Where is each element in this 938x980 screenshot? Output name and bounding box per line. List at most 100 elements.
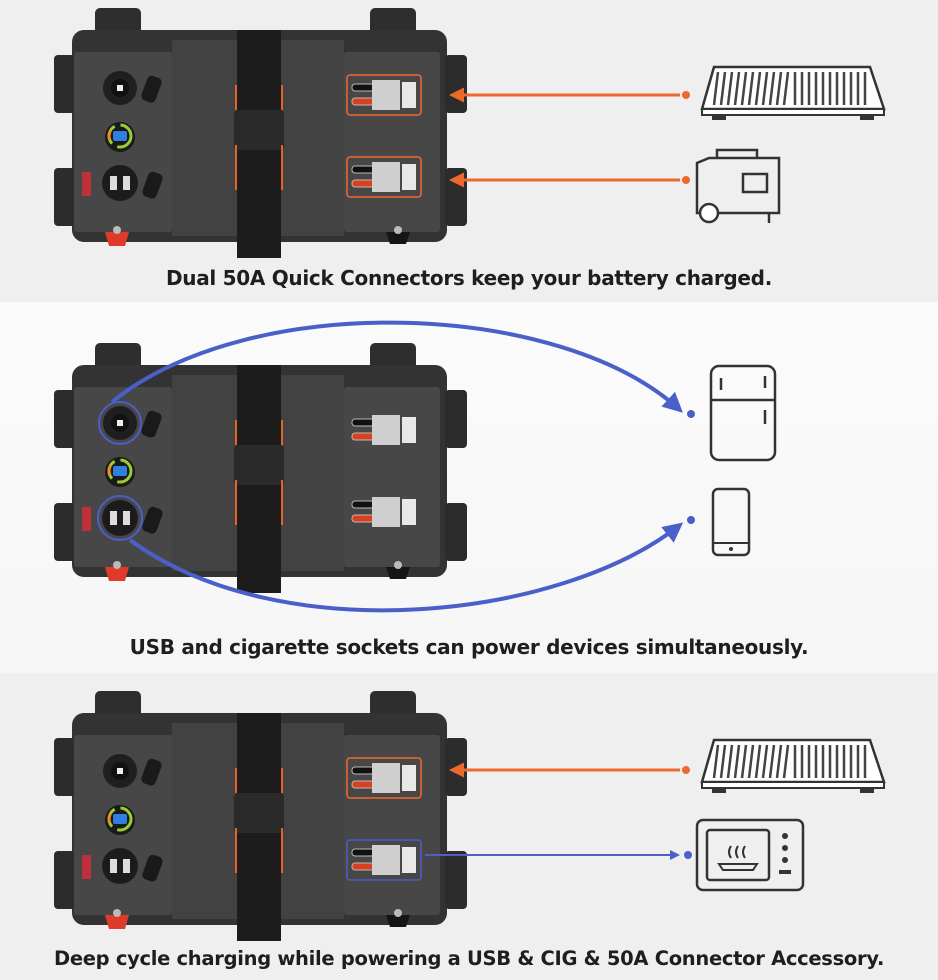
side-ear bbox=[54, 503, 76, 561]
microwave-knob bbox=[782, 845, 788, 851]
generator-body bbox=[695, 156, 781, 215]
solar-cell-line bbox=[726, 71, 734, 106]
usb-socket bbox=[102, 500, 138, 536]
anderson-connector bbox=[372, 763, 400, 793]
wire-red bbox=[351, 97, 375, 106]
solar-cell-line bbox=[747, 744, 755, 779]
wire-red bbox=[351, 179, 375, 188]
solar-cell-line bbox=[719, 71, 727, 106]
negative-terminal bbox=[386, 915, 410, 927]
connection-dot bbox=[687, 410, 695, 418]
terminal-post bbox=[113, 226, 121, 234]
buckle bbox=[234, 445, 284, 485]
connection-dot bbox=[687, 516, 695, 524]
solar-cell-line bbox=[775, 71, 783, 106]
connection-dot bbox=[682, 176, 690, 184]
power-switch bbox=[82, 507, 91, 531]
power-arrow-top bbox=[110, 320, 683, 413]
side-ear bbox=[54, 851, 76, 909]
usb-port bbox=[110, 859, 117, 873]
side-ear bbox=[445, 738, 467, 796]
usb-cap bbox=[142, 854, 163, 882]
usb-cap bbox=[142, 171, 163, 199]
solar-cell-line bbox=[761, 71, 769, 106]
caption-usb-cig: USB and cigarette sockets can power devi… bbox=[129, 635, 809, 659]
connector-label bbox=[402, 417, 416, 443]
anderson-connector bbox=[372, 845, 400, 875]
side-ear bbox=[445, 55, 467, 113]
solar-cell-line bbox=[726, 744, 734, 779]
highlight-box bbox=[346, 74, 422, 116]
battery-box bbox=[54, 343, 467, 593]
connection-dot bbox=[682, 91, 690, 99]
anderson-connector bbox=[372, 80, 400, 110]
solar-cell-line bbox=[761, 744, 769, 779]
voltmeter-ring bbox=[107, 458, 133, 484]
solar-cell-line bbox=[782, 744, 790, 779]
usb-port bbox=[123, 511, 130, 525]
battery-box bbox=[54, 8, 467, 258]
refrigerator-icon bbox=[709, 364, 777, 462]
side-ear bbox=[445, 503, 467, 561]
solar-cell-line bbox=[775, 744, 783, 779]
socket-pin bbox=[117, 420, 123, 426]
voltmeter-ring bbox=[107, 806, 133, 832]
highlight-box bbox=[346, 839, 422, 881]
wire-black bbox=[351, 500, 375, 509]
power-switch bbox=[82, 172, 91, 196]
usb-port bbox=[110, 176, 117, 190]
wire-black bbox=[351, 418, 375, 427]
microwave-knob bbox=[782, 857, 788, 863]
socket-cap bbox=[141, 410, 162, 438]
right-panel bbox=[344, 735, 440, 915]
solar-cell-line bbox=[733, 71, 741, 106]
positive-terminal bbox=[105, 232, 129, 246]
positive-terminal bbox=[105, 915, 129, 929]
wire-red bbox=[351, 780, 375, 789]
solar-cell-line bbox=[754, 744, 762, 779]
highlight-box bbox=[346, 156, 422, 198]
caption-deep-cycle: Deep cycle charging while powering a USB… bbox=[53, 947, 885, 970]
socket-cap bbox=[141, 758, 162, 786]
negative-terminal bbox=[386, 232, 410, 244]
terminal-post bbox=[394, 561, 402, 569]
solar-base bbox=[701, 108, 885, 116]
usb-socket bbox=[102, 848, 138, 884]
steam bbox=[728, 845, 746, 859]
right-panel bbox=[344, 52, 440, 232]
wire-black bbox=[351, 848, 375, 857]
solar-cell-line bbox=[740, 71, 748, 106]
connector-label bbox=[402, 847, 416, 873]
wire-black bbox=[351, 83, 375, 92]
highlight-ring bbox=[97, 495, 143, 541]
terminal-post bbox=[113, 909, 121, 917]
solar-foot bbox=[860, 115, 874, 120]
solar-panel-icon bbox=[700, 65, 886, 120]
usb-port bbox=[110, 511, 117, 525]
anderson-connector bbox=[372, 415, 400, 445]
phone-body bbox=[711, 487, 751, 557]
smartphone-icon bbox=[711, 487, 751, 557]
highlight-box bbox=[346, 757, 422, 799]
solar-base bbox=[701, 781, 885, 789]
generator-handle bbox=[715, 148, 759, 158]
solar-panel-icon bbox=[700, 738, 886, 793]
solar-cell-line bbox=[712, 744, 720, 779]
socket-pin bbox=[117, 85, 123, 91]
connector-label bbox=[402, 82, 416, 108]
buckle bbox=[234, 110, 284, 150]
usb-cap bbox=[142, 506, 163, 534]
negative-terminal bbox=[386, 567, 410, 579]
power-switch bbox=[82, 855, 91, 879]
solar-cell-line bbox=[747, 71, 755, 106]
power-arrow-bottom bbox=[128, 522, 684, 613]
solar-foot bbox=[860, 788, 874, 793]
connection-dot bbox=[684, 851, 692, 859]
highlight-ring bbox=[98, 401, 142, 445]
side-ear bbox=[445, 390, 467, 448]
voltmeter-display bbox=[113, 814, 127, 824]
side-ear bbox=[54, 738, 76, 796]
microwave-body bbox=[695, 818, 805, 892]
caption-dual-connectors: Dual 50A Quick Connectors keep your batt… bbox=[165, 266, 772, 290]
